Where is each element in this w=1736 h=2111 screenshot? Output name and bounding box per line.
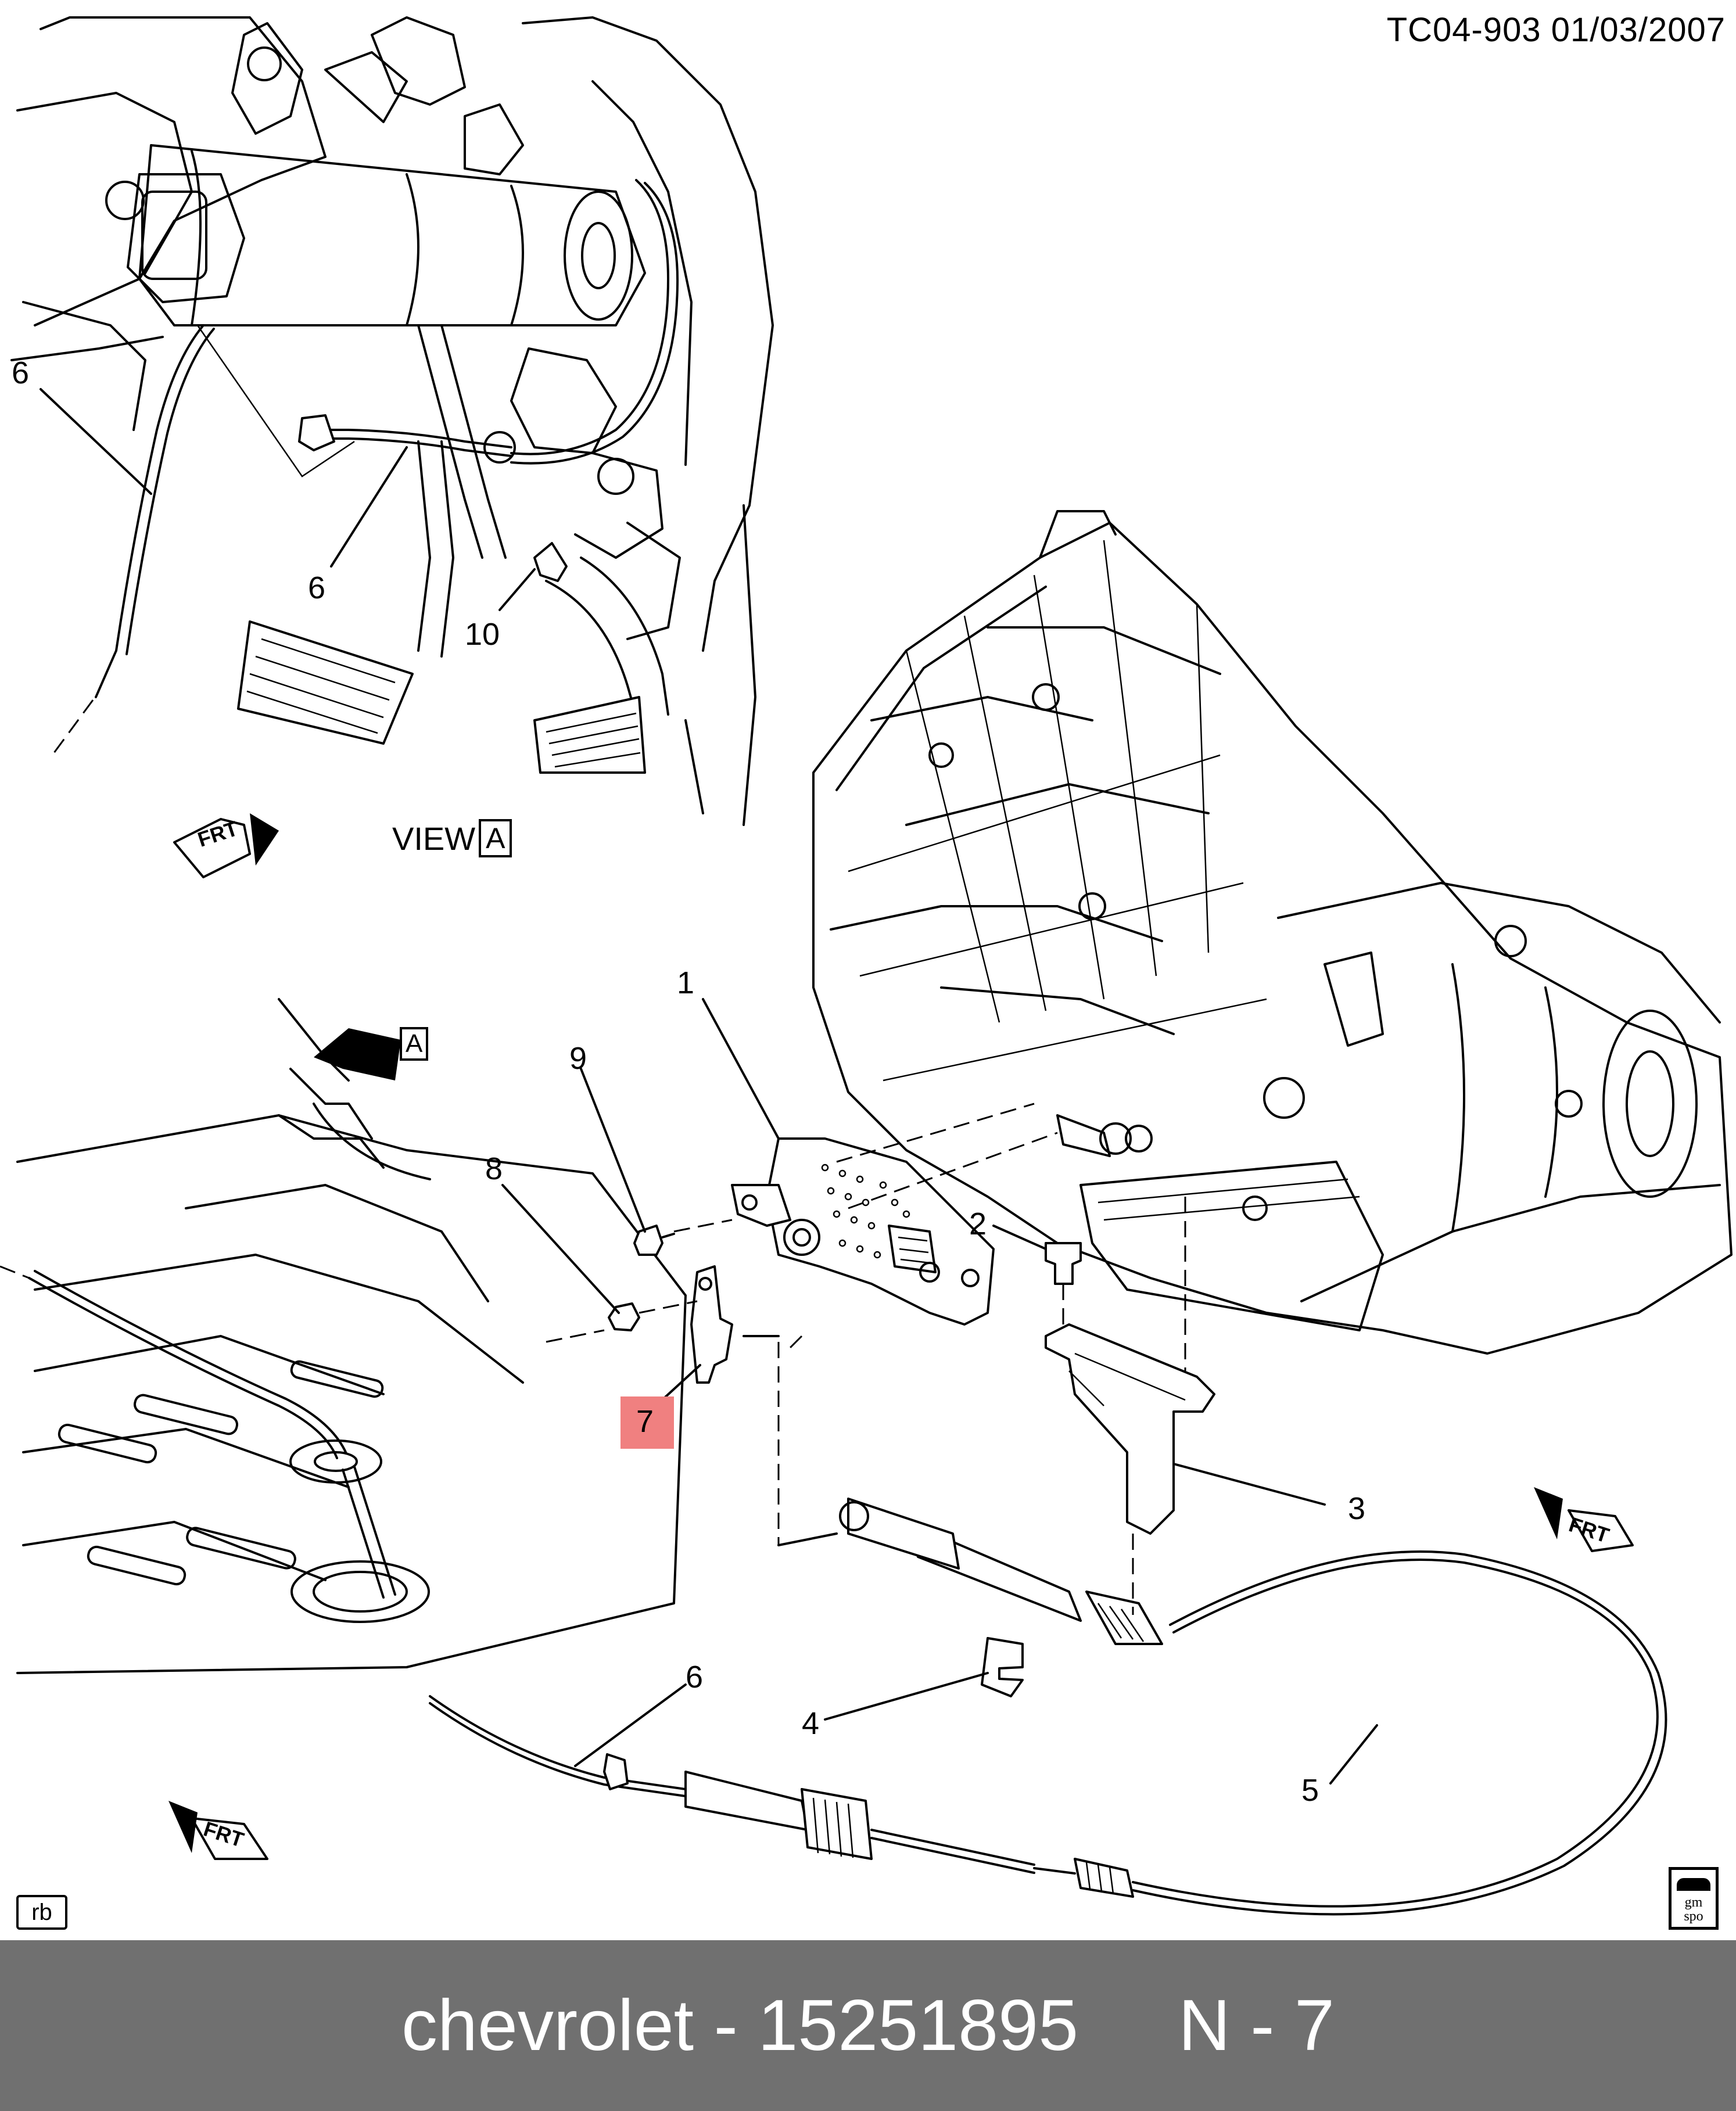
view-arrow-letter: A [400, 1027, 429, 1061]
callout-1[interactable]: 1 [677, 965, 695, 1000]
gmspo-line1: gm [1684, 1895, 1703, 1910]
front-marker-icon [173, 813, 279, 878]
callout-6-bottom[interactable]: 6 [686, 1660, 704, 1694]
view-letter: A [479, 819, 512, 857]
gmspo-logo: gm spo [1669, 1867, 1719, 1930]
shift-cable-assembly [429, 1242, 1667, 1916]
front-marker-icon-right [1534, 1487, 1634, 1552]
gmspo-logo-cap [1677, 1878, 1710, 1891]
view-a-arrow-icon [314, 1028, 401, 1080]
view-label-text: VIEW [392, 820, 476, 857]
callout-9[interactable]: 9 [569, 1041, 587, 1076]
highlight-callout-7 [620, 1396, 674, 1449]
drawing-number: TC04-903 01/03/2007 [1386, 11, 1726, 49]
parts-diagram: TC04-903 01/03/2007 VIEW A A FRT FRT FRT… [0, 11, 1733, 1930]
callout-8[interactable]: 8 [485, 1151, 503, 1186]
callout-5[interactable]: 5 [1301, 1773, 1319, 1808]
corner-tag: rb [16, 1895, 67, 1930]
callout-2[interactable]: 2 [969, 1207, 987, 1241]
gmspo-line2: spo [1684, 1909, 1703, 1924]
front-marker-icon-bottom [168, 1801, 268, 1860]
footer-bar: chevrolet - 15251895 N - 7 [0, 1940, 1736, 2111]
leader-lines [501, 998, 1378, 1785]
bolt-part-9 [633, 1225, 663, 1256]
callout-6-top[interactable]: 6 [12, 356, 30, 390]
shift-lever-part-7 [690, 1265, 733, 1384]
floor-panel [0, 998, 687, 1674]
diagram-artwork [0, 16, 1733, 1916]
callout-6-mid[interactable]: 6 [308, 570, 326, 605]
callout-7[interactable]: 7 [636, 1404, 654, 1439]
footer-part-text: chevrolet - 15251895 N - 7 [401, 1986, 1335, 2066]
view-a-label: VIEW A [392, 819, 512, 857]
view-a-inset [10, 16, 774, 826]
explode-lines [546, 1103, 1186, 1615]
callout-4[interactable]: 4 [802, 1706, 820, 1741]
range-switch-assembly [731, 1137, 995, 1326]
callout-3[interactable]: 3 [1348, 1491, 1366, 1526]
callout-10[interactable]: 10 [465, 617, 500, 652]
switch-dots [821, 1164, 910, 1259]
